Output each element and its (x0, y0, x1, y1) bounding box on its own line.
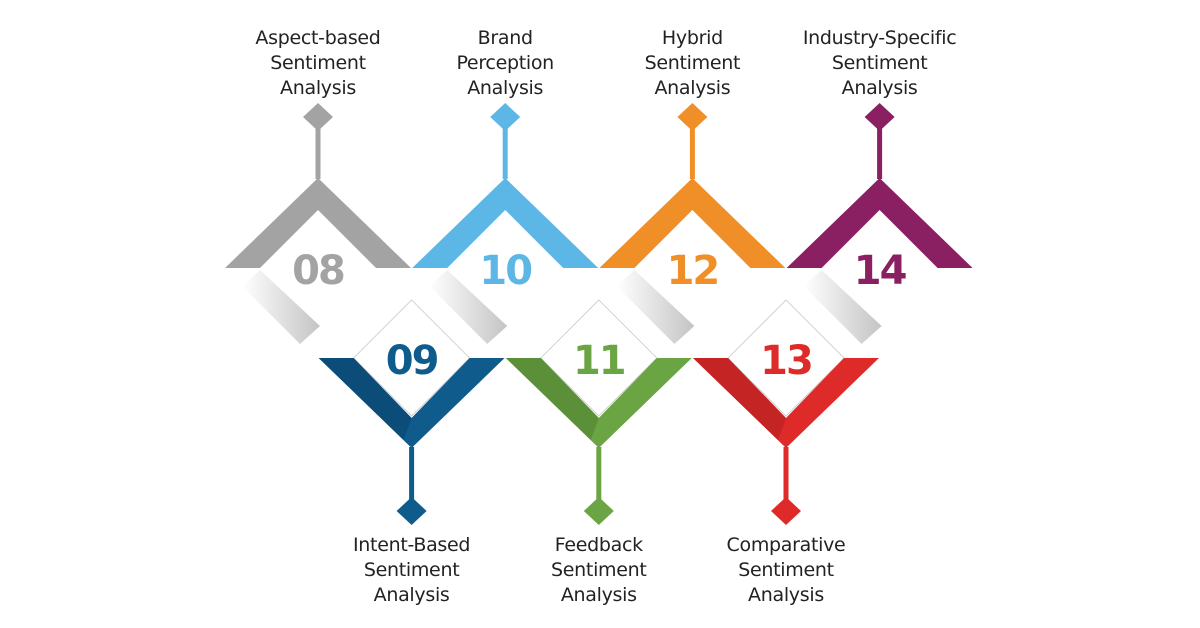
item-10-stem (502, 117, 508, 179)
item-13-diamond-outline (727, 299, 845, 417)
item-09-diamond-marker-icon (396, 497, 427, 525)
item-14-chevron (786, 178, 973, 268)
item-10-diamond-marker-icon (490, 103, 521, 131)
item-12-stem (689, 117, 695, 179)
item-14-number: 14 (854, 248, 906, 294)
item-11-number: 11 (573, 338, 625, 384)
item-08-stem (315, 117, 321, 179)
label-line: Analysis (560, 584, 637, 606)
label-line: Analysis (280, 77, 356, 99)
item-12-diamond-marker-icon (677, 103, 708, 131)
item-09-stem (409, 447, 415, 511)
label-line: Analysis (467, 77, 544, 99)
item-11-chevron-shade (505, 358, 599, 440)
item-08-shadow (242, 270, 320, 344)
item-14-diamond-marker-icon (864, 103, 895, 131)
label-line: Analysis (841, 77, 918, 99)
label-line: Sentiment (551, 559, 647, 581)
item-09-chevron-shade (318, 358, 412, 440)
item-11-diamond-outline (540, 299, 658, 417)
item-13-diamond-marker-icon (771, 497, 801, 525)
item-08-number: 08 (292, 248, 344, 294)
label-line: Hybrid (661, 27, 723, 49)
item-11-stem (596, 447, 602, 511)
item-14-shadow (803, 270, 882, 344)
label-line: Sentiment (363, 559, 460, 581)
label-line: Industry-Specific (802, 27, 957, 49)
item-13-number: 13 (760, 338, 812, 384)
label-line: Analysis (654, 77, 731, 99)
item-09-diamond-outline (353, 299, 471, 417)
label-line: Intent-Based (353, 534, 471, 556)
label-line: Brand (477, 27, 533, 49)
item-11-diamond-marker-icon (583, 497, 614, 525)
item-09-number: 09 (386, 338, 438, 384)
label-line: Analysis (748, 584, 824, 606)
item-12-chevron (599, 178, 786, 268)
item-10-chevron (412, 178, 599, 268)
label-line: Perception (456, 52, 554, 74)
item-10-number: 10 (479, 248, 531, 294)
label-line: Sentiment (738, 559, 834, 581)
item-10-shadow (429, 270, 508, 344)
item-08-chevron (225, 178, 411, 268)
label-line: Sentiment (644, 52, 741, 74)
label-line: Sentiment (831, 52, 928, 74)
item-12-number: 12 (667, 248, 719, 294)
label-line: Analysis (373, 584, 450, 606)
label-line: Aspect-based (255, 27, 381, 49)
label-line: Feedback (554, 534, 643, 556)
label-line: Sentiment (270, 52, 366, 74)
item-13-chevron-shade (693, 358, 786, 440)
label-line: Comparative (726, 534, 846, 556)
item-14-stem (877, 117, 883, 179)
item-12-shadow (616, 270, 695, 344)
item-13-stem (783, 447, 789, 511)
item-08-diamond-marker-icon (303, 103, 333, 131)
